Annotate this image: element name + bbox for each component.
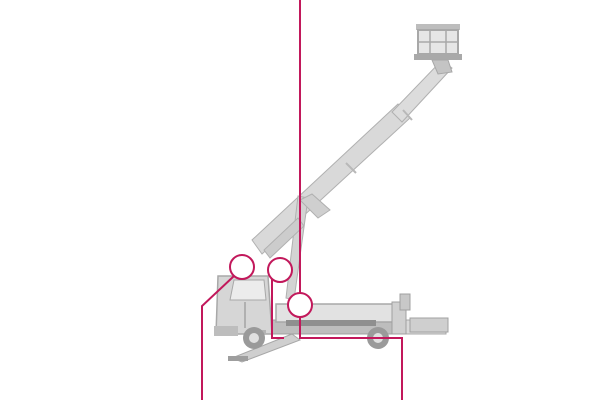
callout-boom-pivot[interactable]	[267, 257, 293, 339]
basket-bracket	[431, 59, 453, 75]
boom-lower-section	[251, 103, 411, 255]
callout-turret[interactable]	[287, 0, 403, 400]
callout-circle[interactable]	[287, 292, 313, 318]
boom-detail-line	[345, 162, 357, 174]
cab-door-line	[244, 302, 246, 328]
lift-cylinder	[263, 217, 305, 259]
telescopic-boom	[251, 59, 453, 255]
callout-circle[interactable]	[267, 257, 293, 283]
callout-annotations	[201, 0, 403, 400]
front-bumper	[214, 326, 238, 336]
front-outrigger-foot	[228, 356, 248, 361]
callout-leader-line	[201, 275, 235, 400]
callout-circle[interactable]	[229, 254, 255, 280]
boom-detail-line	[402, 109, 413, 121]
deck-dark-band	[286, 320, 376, 326]
lift-arm-link	[299, 193, 331, 219]
callout-leader-line	[271, 279, 284, 339]
basket-top-rail	[416, 24, 460, 30]
work-basket	[414, 24, 462, 75]
callout-leader-line	[299, 317, 403, 400]
boom-upper-section	[391, 59, 453, 123]
truck-cab	[214, 275, 273, 336]
front-wheel-hub	[249, 333, 259, 343]
front-outrigger	[230, 333, 302, 363]
truck-illustration	[214, 24, 462, 363]
rear-outrigger-pad	[409, 317, 449, 333]
callout-cab[interactable]	[201, 254, 255, 400]
basket-floor	[414, 54, 462, 60]
cab-window	[229, 279, 267, 301]
rear-control-post	[399, 293, 411, 311]
lift-arms	[263, 193, 331, 301]
